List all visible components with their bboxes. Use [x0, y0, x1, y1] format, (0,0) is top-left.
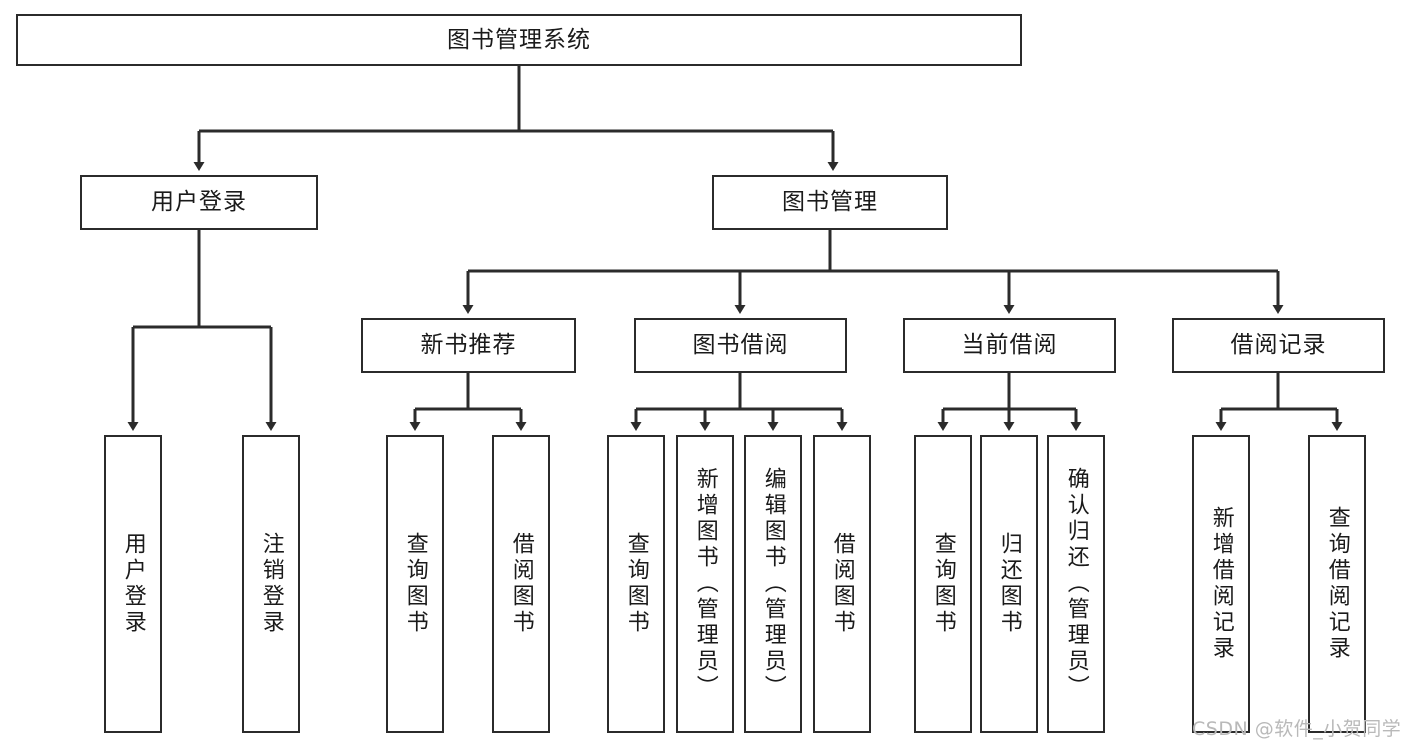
node-label: 查询借阅记录: [1324, 506, 1350, 662]
node-label: 用户登录: [151, 189, 247, 216]
leaf-query-borrow-record[interactable]: 查询借阅记录: [1308, 435, 1366, 733]
node-label: 确认归还（管理员）: [1063, 467, 1089, 701]
node-current-borrow[interactable]: 当前借阅: [903, 318, 1116, 373]
leaf-borrow-book[interactable]: 借阅图书: [813, 435, 871, 733]
node-root-system[interactable]: 图书管理系统: [16, 14, 1022, 66]
node-label: 注销登录: [258, 532, 284, 636]
leaf-return-book[interactable]: 归还图书: [980, 435, 1038, 733]
leaf-query-book-borrow[interactable]: 查询图书: [607, 435, 665, 733]
node-label: 图书管理系统: [447, 26, 591, 53]
node-label: 图书借阅: [692, 332, 789, 359]
leaf-confirm-return-admin[interactable]: 确认归还（管理员）: [1047, 435, 1105, 733]
leaf-query-book-current[interactable]: 查询图书: [914, 435, 972, 733]
csdn-watermark: CSDN @软件_小贺同学: [1192, 718, 1402, 740]
node-book-management[interactable]: 图书管理: [712, 175, 948, 230]
node-label: 用户登录: [120, 532, 146, 636]
node-label: 查询图书: [623, 532, 649, 636]
node-label: 编辑图书（管理员）: [760, 467, 786, 701]
node-user-login[interactable]: 用户登录: [80, 175, 318, 230]
node-borrow-record[interactable]: 借阅记录: [1172, 318, 1385, 373]
node-label: 归还图书: [996, 532, 1022, 636]
node-label: 借阅记录: [1230, 332, 1327, 359]
node-label: 查询图书: [402, 532, 428, 636]
node-label: 借阅图书: [829, 532, 855, 636]
node-book-borrow[interactable]: 图书借阅: [634, 318, 847, 373]
leaf-add-book-admin[interactable]: 新增图书（管理员）: [676, 435, 734, 733]
node-new-book-recommend[interactable]: 新书推荐: [361, 318, 576, 373]
node-label: 查询图书: [930, 532, 956, 636]
node-label: 新书推荐: [420, 332, 517, 359]
node-label: 新增借阅记录: [1208, 506, 1234, 662]
leaf-add-borrow-record[interactable]: 新增借阅记录: [1192, 435, 1250, 733]
leaf-borrow-book-recommend[interactable]: 借阅图书: [492, 435, 550, 733]
leaf-user-login[interactable]: 用户登录: [104, 435, 162, 733]
node-label: 当前借阅: [961, 332, 1058, 359]
node-label: 新增图书（管理员）: [692, 467, 718, 701]
leaf-query-book-recommend[interactable]: 查询图书: [386, 435, 444, 733]
leaf-edit-book-admin[interactable]: 编辑图书（管理员）: [744, 435, 802, 733]
node-label: 图书管理: [782, 189, 878, 216]
node-label: 借阅图书: [508, 532, 534, 636]
leaf-logout[interactable]: 注销登录: [242, 435, 300, 733]
